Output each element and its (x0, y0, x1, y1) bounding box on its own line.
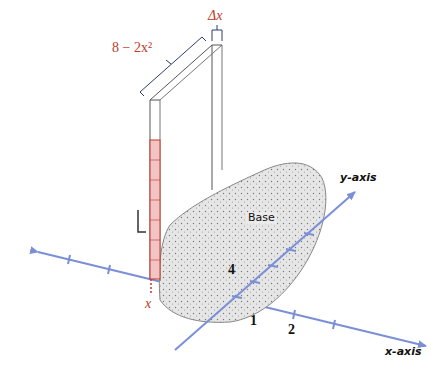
width-label: Δx (208, 8, 222, 23)
tick-number: 4 (228, 262, 235, 277)
slab-back-outline (160, 45, 222, 281)
length-label: 8 − 2x² (112, 40, 152, 55)
width-bracket (212, 25, 222, 41)
axis-name: y-axis (340, 172, 377, 184)
tick-number: 2 (288, 322, 295, 337)
base-region (159, 163, 326, 322)
axis-name: x-axis (385, 346, 422, 358)
point-label: x (145, 296, 151, 311)
slab-front (150, 140, 160, 279)
region-label: Base (246, 212, 277, 224)
x-leader (150, 279, 152, 294)
slab-hatch (150, 160, 160, 260)
y-axis-line (175, 192, 355, 350)
tick-number: 1 (250, 313, 257, 328)
y-ticks (232, 233, 314, 298)
slab-outline (150, 45, 212, 279)
